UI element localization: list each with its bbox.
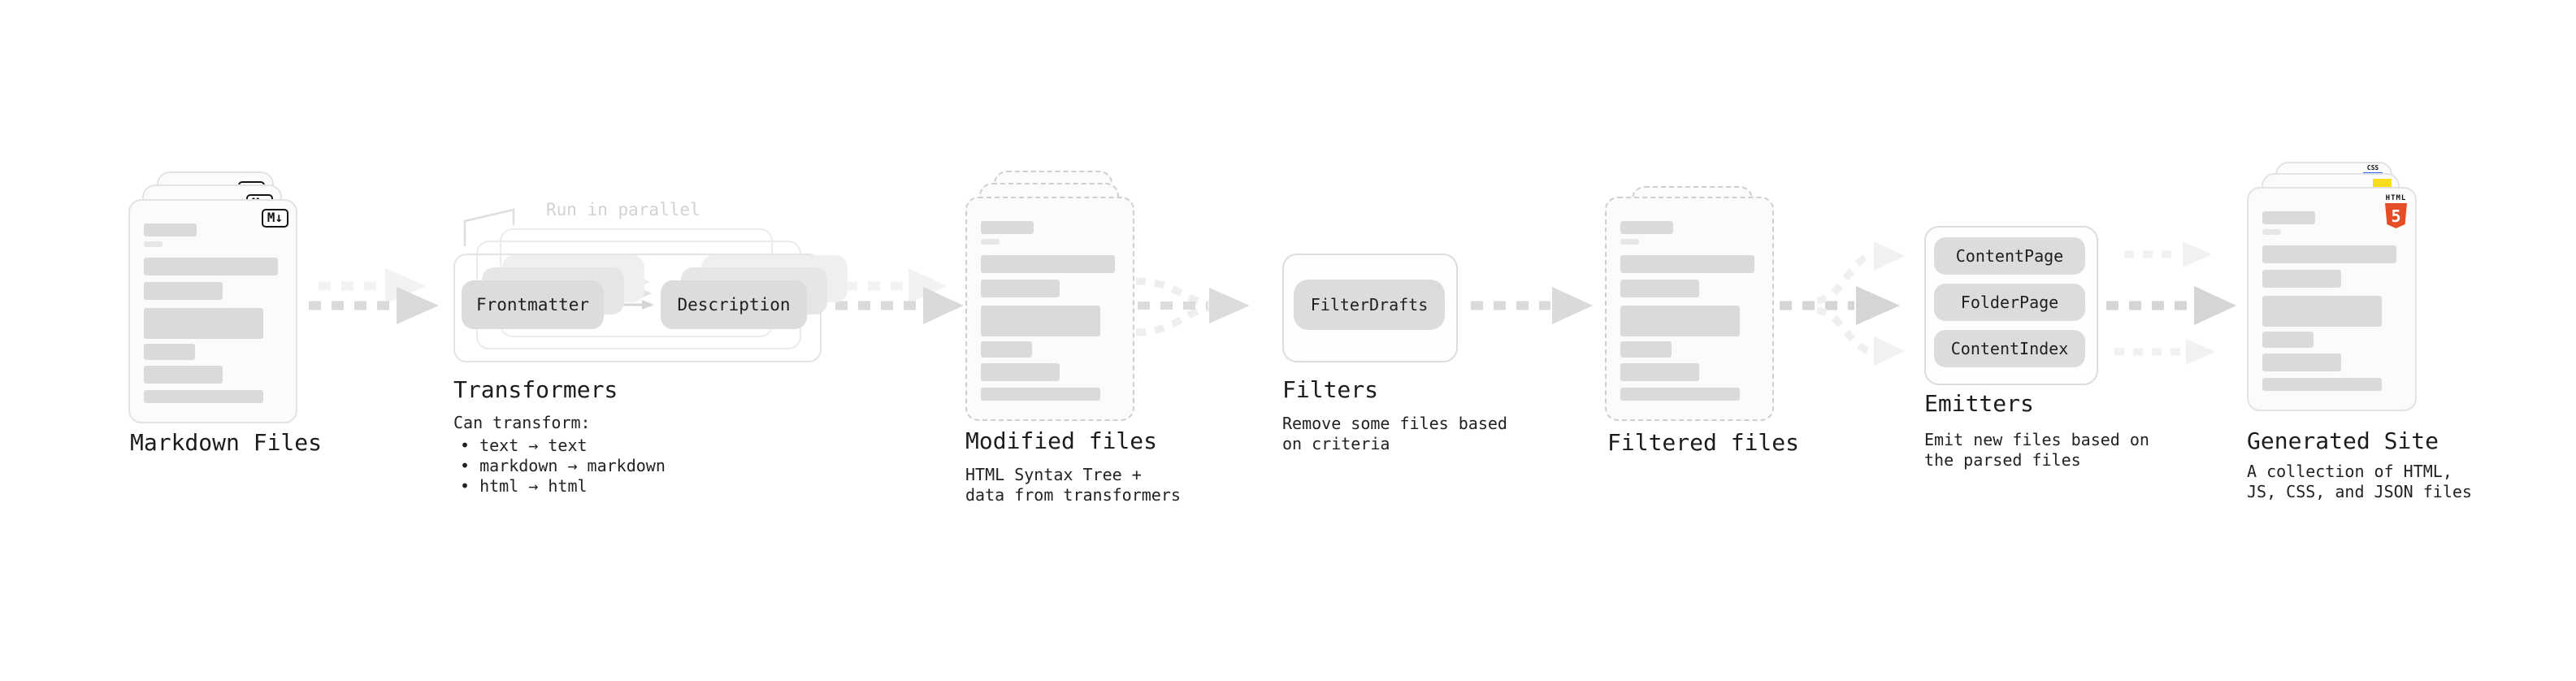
filters-desc-1: Remove some files based bbox=[1282, 414, 1507, 433]
transformers-title: Transformers bbox=[453, 376, 618, 403]
generated-site-title: Generated Site bbox=[2247, 427, 2439, 454]
markdown-file-card-front: M↓ bbox=[128, 199, 297, 423]
filter-pill-filterdrafts: FilterDrafts bbox=[1294, 280, 1445, 330]
emitter-pill-contentpage: ContentPage bbox=[1934, 237, 2085, 275]
markdown-files-title: Markdown Files bbox=[130, 429, 323, 456]
text-placeholder-bars bbox=[1620, 221, 1759, 401]
text-placeholder-bars bbox=[981, 221, 1119, 401]
filtered-file-card-front bbox=[1605, 197, 1774, 421]
text-placeholder-bars bbox=[2262, 211, 2401, 391]
filters-title: Filters bbox=[1282, 376, 1379, 403]
generated-site-desc-2: JS, CSS, and JSON files bbox=[2247, 482, 2472, 501]
transformers-bullet-3: • html → html bbox=[460, 476, 588, 496]
generated-file-card-front: HTML 5 bbox=[2247, 187, 2417, 411]
arrow-transformers-to-modified bbox=[835, 268, 964, 324]
transformers-desc-title: Can transform: bbox=[453, 413, 591, 432]
filters-desc-2: on criteria bbox=[1282, 434, 1390, 453]
arrow-filters-to-filtered bbox=[1471, 287, 1593, 324]
html5-icon: HTML 5 bbox=[2385, 194, 2407, 228]
transformers-bullet-2: • markdown → markdown bbox=[460, 456, 666, 475]
arrow-markdown-to-transformers bbox=[309, 268, 439, 324]
emitters-title: Emitters bbox=[1924, 390, 2034, 417]
emitters-desc-2: the parsed files bbox=[1924, 450, 2081, 470]
arrow-modified-to-filters bbox=[1135, 277, 1250, 336]
filtered-files-title: Filtered files bbox=[1607, 429, 1800, 456]
transformer-pill-description: Description bbox=[661, 280, 807, 329]
modified-files-title: Modified files bbox=[965, 427, 1158, 454]
modified-file-card-front bbox=[965, 197, 1134, 421]
modified-files-desc-1: HTML Syntax Tree + bbox=[965, 465, 1142, 484]
modified-files-desc-2: data from transformers bbox=[965, 485, 1181, 505]
transformer-pill-frontmatter: Frontmatter bbox=[462, 280, 604, 329]
arrow-emitters-to-generated bbox=[2106, 241, 2236, 365]
markdown-icon: M↓ bbox=[261, 209, 288, 228]
text-placeholder-bars bbox=[144, 223, 282, 403]
generated-site-desc-1: A collection of HTML, bbox=[2247, 462, 2452, 481]
transformers-bullet-1: • text → text bbox=[460, 436, 588, 455]
emitter-pill-contentindex: ContentIndex bbox=[1934, 330, 2085, 367]
javascript-icon bbox=[2373, 179, 2392, 189]
run-in-parallel-annotation: Run in parallel bbox=[546, 200, 700, 219]
emitter-pill-folderpage: FolderPage bbox=[1934, 284, 2085, 321]
arrow-filtered-to-emitters bbox=[1780, 241, 1905, 366]
emitters-desc-1: Emit new files based on bbox=[1924, 430, 2149, 449]
